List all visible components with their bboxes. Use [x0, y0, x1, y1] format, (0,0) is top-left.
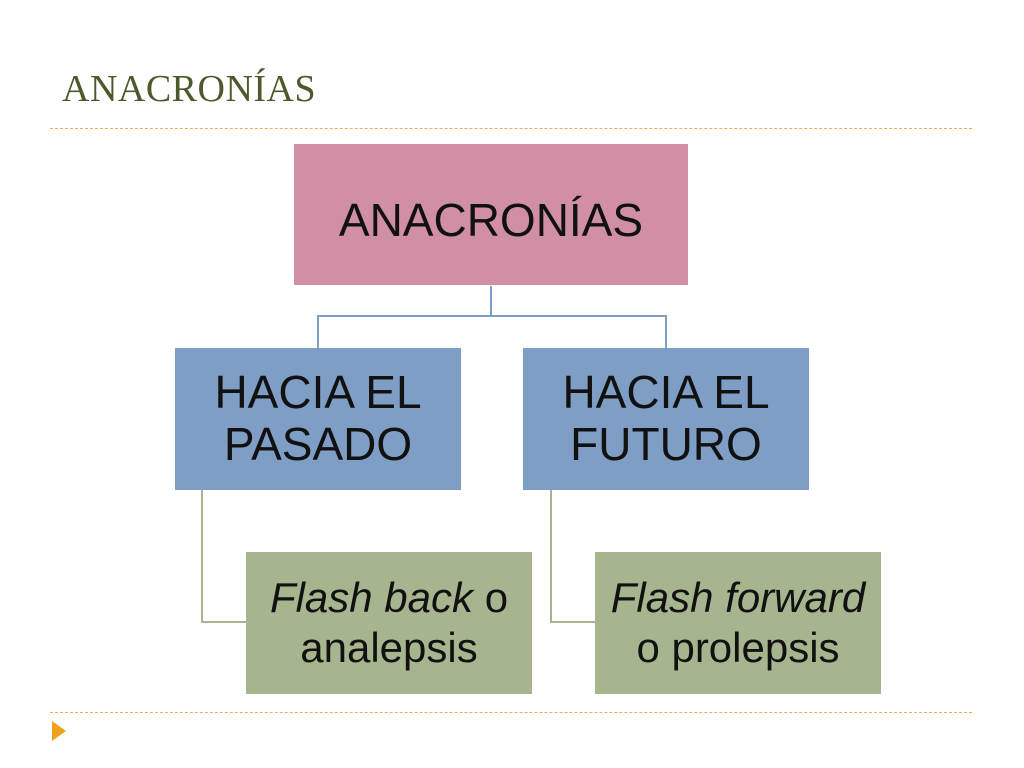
branch-node-past: HACIA EL PASADO	[175, 348, 461, 490]
leaf-past-rest: o	[473, 573, 509, 621]
past-child-connector	[201, 490, 246, 623]
top-divider	[50, 128, 972, 129]
leaf-future-line2: o prolepsis	[636, 624, 840, 671]
leaf-past-italic: Flash back	[269, 573, 474, 621]
leaf-node-future: Flash forward o prolepsis	[595, 552, 881, 694]
root-to-level1-connector-right	[491, 315, 667, 348]
branch-node-future-label: HACIA EL FUTURO	[562, 366, 770, 470]
leaf-future-italic: Flash forward	[610, 573, 866, 621]
branch-node-past-label: HACIA EL PASADO	[214, 366, 422, 470]
triangle-bullet-icon	[52, 721, 66, 741]
future-child-connector	[550, 490, 595, 623]
slide-title: ANACRONÍAS	[62, 68, 317, 110]
bottom-divider	[50, 712, 972, 713]
leaf-node-past: Flash back o analepsis	[246, 552, 532, 694]
leaf-past-line2: analepsis	[300, 624, 478, 671]
root-to-level1-connector	[317, 286, 492, 348]
root-node-label: ANACRONÍAS	[338, 193, 644, 246]
root-node: ANACRONÍAS	[294, 144, 688, 285]
branch-node-future: HACIA EL FUTURO	[523, 348, 809, 490]
